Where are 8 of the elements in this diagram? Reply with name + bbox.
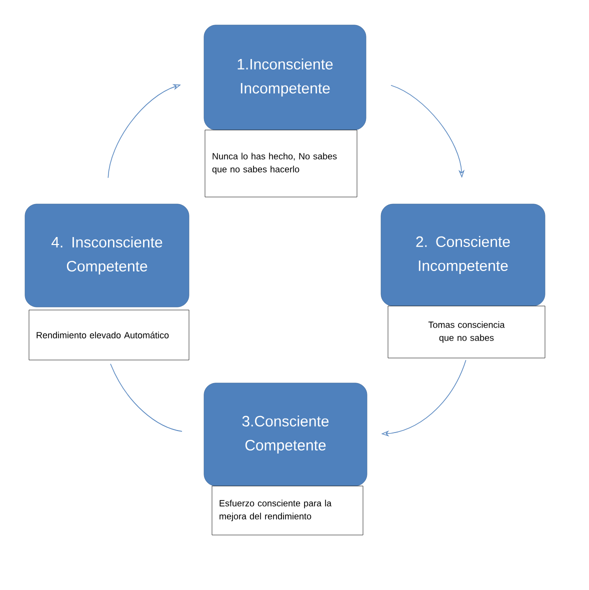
note-box: Tomas consciencia que no sabes	[388, 306, 546, 358]
stage-box: 3.Consciente Competente	[204, 382, 368, 486]
stage-box: 2. Consciente Incompetente	[380, 204, 546, 306]
note-box: Rendimiento elevado Automático	[28, 310, 190, 360]
stage-box: 4. Insconsciente Competente	[24, 204, 190, 308]
note-box: Nunca lo has hecho, No sabes que no sabes hacerlo	[204, 130, 358, 198]
stage-box: 1.Inconsciente Incompetente	[204, 24, 366, 130]
note-box: Esfuerzo consciente para la mejora del rendimiento	[212, 486, 364, 536]
